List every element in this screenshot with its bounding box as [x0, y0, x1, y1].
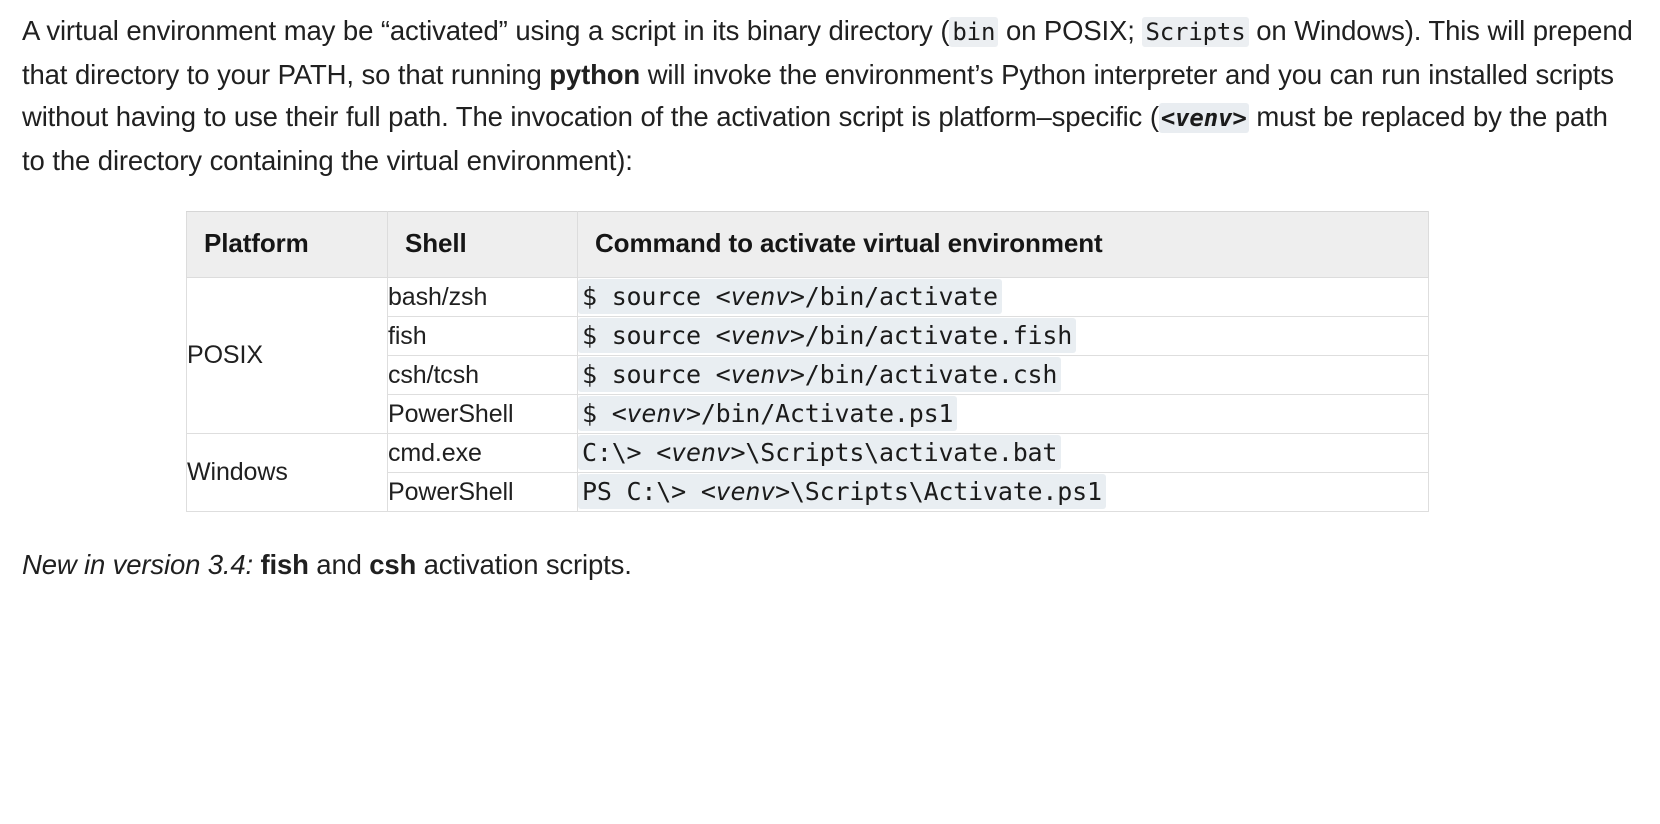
command-cell: $ <venv>/bin/Activate.ps1: [577, 394, 1429, 434]
column-header-platform: Platform: [186, 211, 388, 278]
intro-text-seg4: will invoke the environment’s Python int…: [22, 58, 1614, 133]
version-added-label: New in version 3.4:: [22, 549, 254, 580]
table-row: fish $ source <venv>/bin/activate.fish: [187, 316, 1429, 356]
platform-cell-posix: POSIX: [186, 277, 388, 434]
inline-bold-python: python: [549, 58, 641, 90]
command-suffix: /bin/activate: [804, 282, 998, 311]
command-suffix: /bin/activate.fish: [804, 321, 1073, 350]
command-venv-placeholder: <venv>: [715, 321, 805, 350]
version-added-seg2: and: [308, 549, 370, 580]
inline-code-scripts: Scripts: [1142, 17, 1249, 47]
shell-cell: cmd.exe: [387, 433, 578, 473]
version-added-seg1: [253, 549, 261, 580]
command-venv-placeholder: <venv>: [715, 282, 805, 311]
shell-cell: PowerShell: [387, 394, 578, 434]
shell-cell: bash/zsh: [387, 277, 578, 317]
command-cell: C:\> <venv>\Scripts\activate.bat: [577, 433, 1429, 473]
command-venv-placeholder: <venv>: [656, 438, 746, 467]
table-row: POSIX bash/zsh $ source <venv>/bin/activ…: [186, 277, 1429, 434]
version-added-bold-fish: fish: [260, 549, 309, 580]
intro-text-seg1: A virtual environment may be “activated”…: [22, 15, 950, 46]
shell-cell: csh/tcsh: [387, 355, 578, 395]
command-prefix: $ source: [582, 360, 716, 389]
command-suffix: \Scripts\Activate.ps1: [789, 477, 1102, 506]
activation-table: Platform Shell Command to activate virtu…: [186, 211, 1429, 512]
activation-table-wrapper: Platform Shell Command to activate virtu…: [186, 211, 1638, 512]
platform-cell-windows: Windows: [186, 433, 388, 512]
shell-cell: fish: [387, 316, 578, 356]
intro-text-seg5: must be replaced by the path to the dire…: [22, 101, 1608, 176]
command-venv-placeholder: <venv>: [611, 399, 701, 428]
command-suffix: \Scripts\activate.bat: [745, 438, 1058, 467]
command-prefix: C:\>: [582, 438, 657, 467]
intro-text-seg2: on POSIX;: [998, 15, 1143, 46]
command-cell: $ source <venv>/bin/activate.csh: [577, 355, 1429, 395]
column-header-command: Command to activate virtual environment: [577, 211, 1429, 278]
table-header-row: Platform Shell Command to activate virtu…: [186, 211, 1429, 278]
command-code: $ source <venv>/bin/activate.fish: [578, 318, 1077, 353]
column-header-shell: Shell: [387, 211, 578, 278]
command-code: C:\> <venv>\Scripts\activate.bat: [578, 435, 1062, 470]
command-code: $ source <venv>/bin/activate.csh: [578, 357, 1062, 392]
version-added-seg3: activation scripts.: [416, 549, 632, 580]
command-venv-placeholder: <venv>: [715, 360, 805, 389]
shell-cell: PowerShell: [387, 472, 578, 512]
command-venv-placeholder: <venv>: [700, 477, 790, 506]
table-row: csh/tcsh $ source <venv>/bin/activate.cs…: [187, 355, 1429, 395]
intro-text-seg3: on Windows). This will prepend that dire…: [22, 15, 1633, 90]
command-prefix: $ source: [582, 282, 716, 311]
command-code: $ source <venv>/bin/activate: [578, 279, 1002, 314]
inline-code-venv: <venv>: [1158, 103, 1249, 133]
table-row: PowerShell PS C:\> <venv>\Scripts\Activa…: [187, 472, 1429, 512]
table-row: Windows cmd.exe C:\> <venv>\Scripts\acti…: [186, 433, 1429, 512]
command-prefix: $ source: [582, 321, 716, 350]
command-cell: PS C:\> <venv>\Scripts\Activate.ps1: [577, 472, 1429, 512]
command-suffix: /bin/activate.csh: [804, 360, 1058, 389]
command-suffix: /bin/Activate.ps1: [700, 399, 954, 428]
inline-code-bin: bin: [949, 17, 999, 47]
command-prefix: PS C:\>: [582, 477, 701, 506]
version-added-bold-csh: csh: [369, 549, 417, 580]
version-added-note: New in version 3.4: fish and csh activat…: [22, 546, 1638, 584]
command-cell: $ source <venv>/bin/activate.fish: [577, 316, 1429, 356]
command-code: $ <venv>/bin/Activate.ps1: [578, 396, 958, 431]
table-head: Platform Shell Command to activate virtu…: [186, 211, 1429, 278]
intro-paragraph: A virtual environment may be “activated”…: [22, 10, 1638, 182]
command-cell: $ source <venv>/bin/activate: [577, 277, 1429, 317]
command-prefix: $: [582, 399, 612, 428]
command-code: PS C:\> <venv>\Scripts\Activate.ps1: [578, 474, 1106, 509]
table-body: POSIX bash/zsh $ source <venv>/bin/activ…: [186, 277, 1429, 512]
